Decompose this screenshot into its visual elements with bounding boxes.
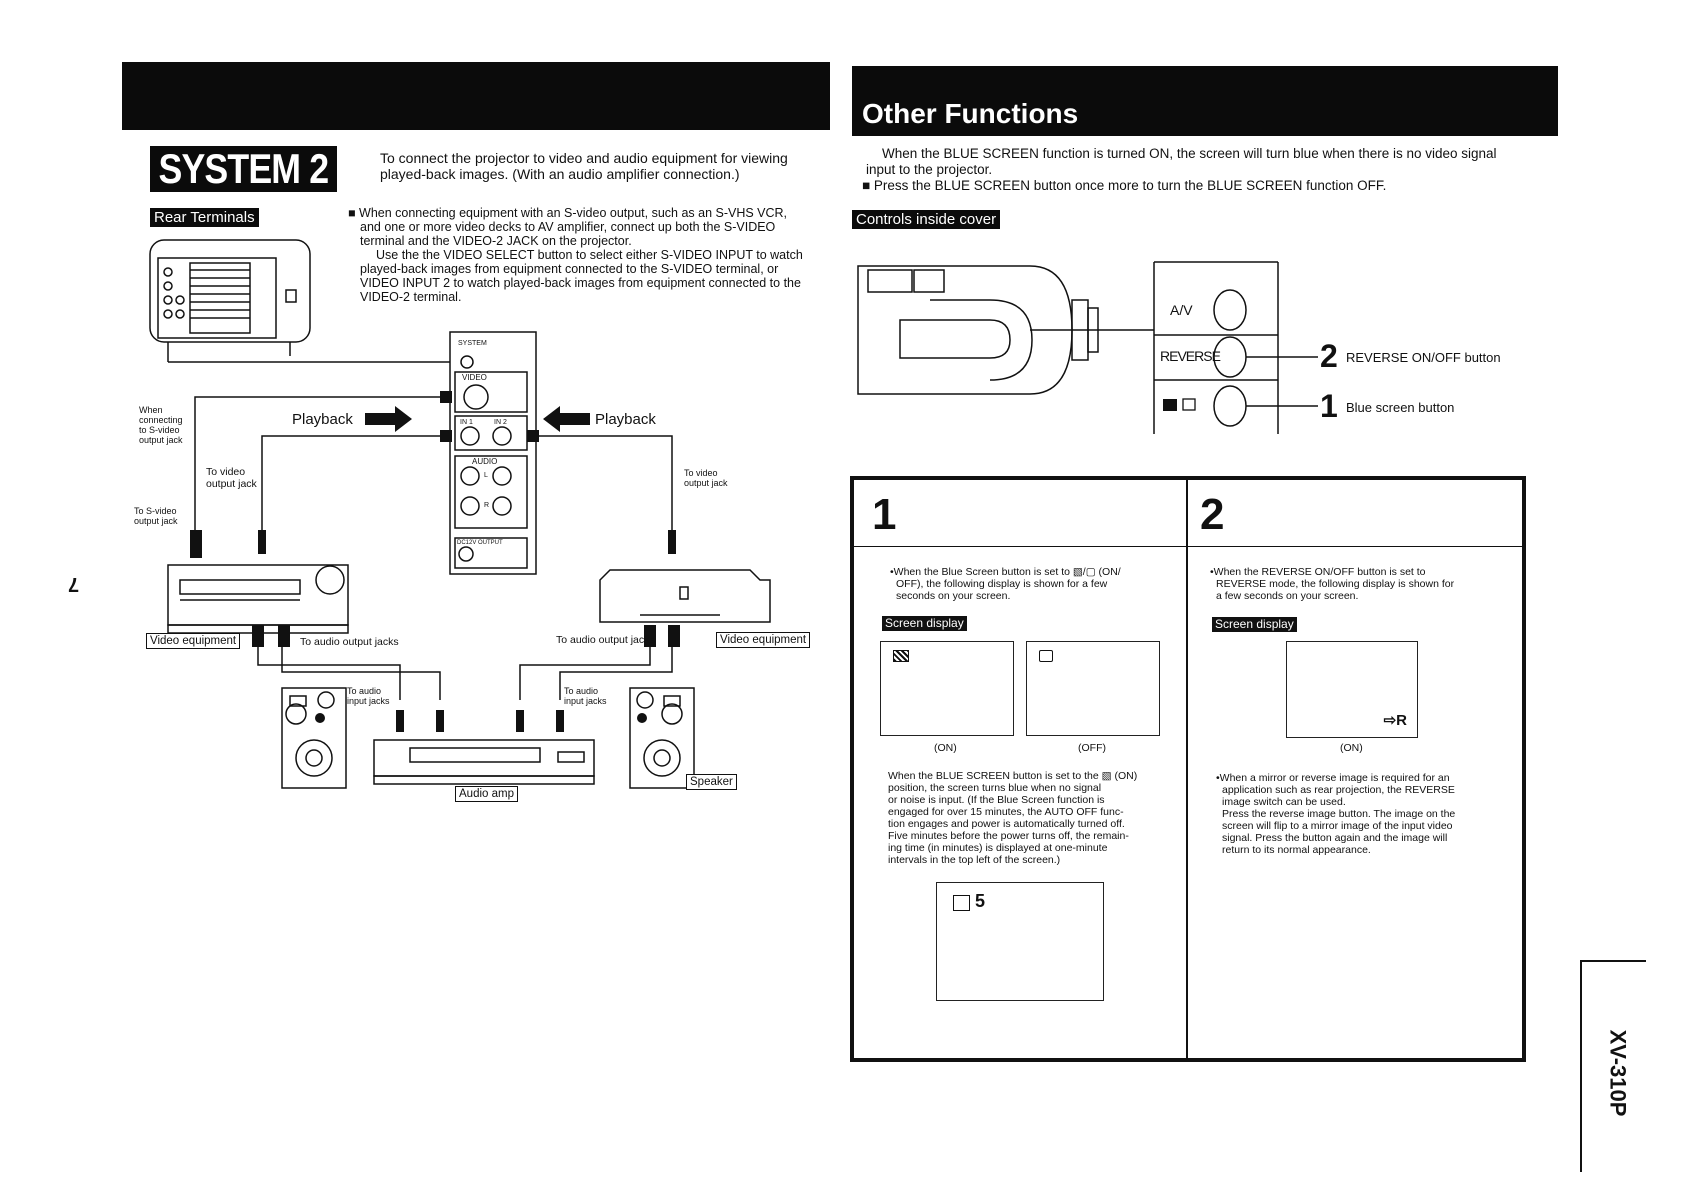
- system-intro: To connect the projector to video and au…: [380, 150, 788, 182]
- terminal-system-label: SYSTEM: [458, 340, 487, 347]
- countdown-screen-preview: 5: [936, 882, 1104, 1001]
- step-1-number: 1: [872, 490, 897, 539]
- audio-amp-label: Audio amp: [455, 786, 518, 802]
- controls-inside-cover-label: Controls inside cover: [852, 210, 1001, 229]
- countdown-icon: [953, 895, 970, 911]
- other-functions-title: Other Functions: [862, 98, 1079, 129]
- blue-screen-on-icon: [893, 650, 909, 662]
- step-1-description: •When the Blue Screen button is set to ▧…: [890, 566, 1121, 602]
- steps-box: [850, 476, 1526, 1062]
- reverse-screen-preview: ⇨R: [1286, 641, 1418, 738]
- step-2-screen-display-label: Screen display: [1212, 615, 1297, 633]
- step-1-marker: 1: [1320, 388, 1338, 424]
- step-2-description: •When the REVERSE ON/OFF button is set t…: [1210, 566, 1455, 602]
- blue-screen-intro: When the BLUE SCREEN function is turned …: [862, 146, 1497, 193]
- model-tab-frame: [1580, 960, 1646, 1172]
- speaker-label: Speaker: [686, 774, 737, 790]
- steps-header-rule: [850, 546, 1526, 547]
- countdown-value: 5: [975, 891, 986, 911]
- playback-left-label: Playback: [292, 411, 353, 428]
- reverse-button-label: REVERSE ON/OFF button: [1346, 350, 1501, 365]
- reverse-indicator: ⇨R: [1383, 712, 1407, 729]
- reverse-label: REVERSE: [1160, 348, 1221, 364]
- blue-screen-button-label: Blue screen button: [1346, 400, 1455, 415]
- step-2-marker: 2: [1320, 338, 1338, 374]
- terminal-in2-label: IN 2: [494, 419, 507, 426]
- screen-on-preview: [880, 641, 1014, 736]
- video-equipment-right: Video equipment: [716, 632, 811, 648]
- reverse-on-caption: (ON): [1340, 742, 1363, 754]
- connection-diagram: [149, 239, 771, 789]
- model-number: XV-310P: [1605, 1029, 1631, 1117]
- svideo-instructions: ■ When connecting equipment with an S-vi…: [348, 206, 803, 304]
- to-audio-output-right: To audio output jacks: [556, 634, 655, 646]
- step-2-details: •When a mirror or reverse image is requi…: [1216, 772, 1456, 856]
- terminal-dc-label: DC12V OUTPUT: [457, 540, 503, 546]
- step-1-details: When the BLUE SCREEN button is set to th…: [888, 770, 1138, 866]
- video-equipment-left: Video equipment: [146, 633, 241, 649]
- terminal-video-label: VIDEO: [462, 373, 487, 382]
- playback-right-label: Playback: [595, 411, 656, 428]
- step-2-number: 2: [1200, 490, 1225, 539]
- terminal-in1-label: IN 1: [460, 419, 473, 426]
- av-label: A/V: [1170, 302, 1193, 318]
- system-title: SYSTEM 2: [150, 146, 370, 192]
- rear-terminals-label: Rear Terminals: [150, 208, 259, 227]
- off-caption: (OFF): [1078, 742, 1106, 754]
- terminal-audio-label: AUDIO: [472, 457, 498, 466]
- controls-diagram: [857, 261, 1318, 434]
- screen-off-preview: [1026, 641, 1160, 736]
- to-audio-output-left: To audio output jacks: [300, 636, 399, 648]
- steps-divider: [1186, 476, 1188, 1062]
- blue-screen-off-icon: [1039, 650, 1053, 662]
- right-header-bar: [852, 66, 1558, 136]
- on-caption: (ON): [934, 742, 957, 754]
- step-1-screen-display-label: Screen display: [882, 614, 967, 632]
- left-header-bar: [122, 62, 830, 130]
- terminal-l-label: L: [484, 472, 488, 479]
- terminal-r-label: R: [484, 502, 490, 509]
